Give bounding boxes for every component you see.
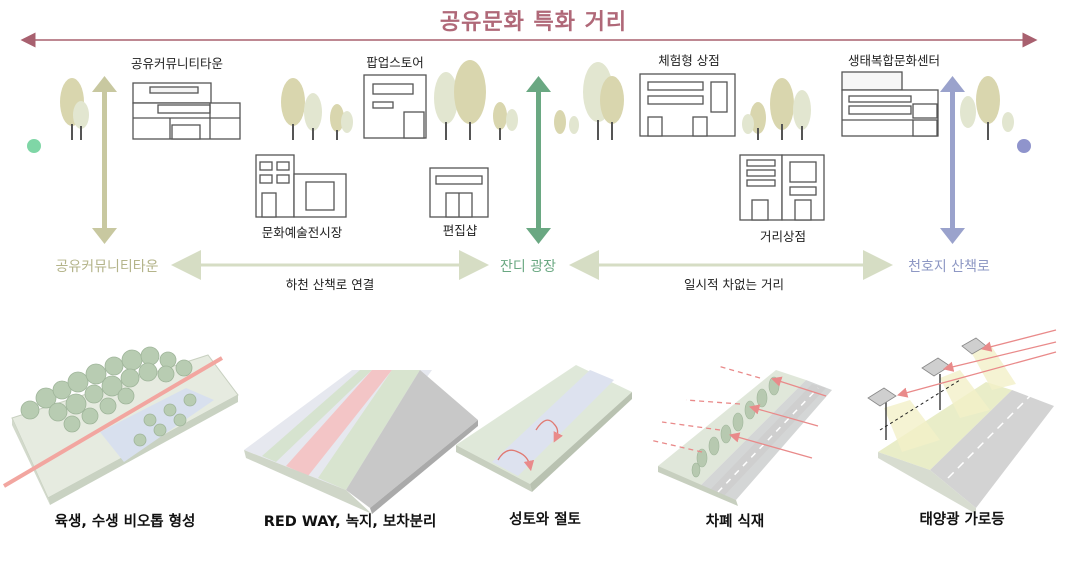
- sketch-cut-fill: [456, 365, 632, 492]
- diagram-title: 공유문화 특화 거리: [439, 10, 628, 35]
- label-community-town-building: 공유커뮤니티타운: [130, 56, 224, 71]
- caption-cut-fill: 성토와 절토: [509, 512, 581, 528]
- label-select-shop: 편집샵: [442, 223, 478, 238]
- label-carfree-street: 일시적 차없는 거리: [684, 277, 784, 292]
- tree-row: [60, 60, 1014, 140]
- building-experience-store: [639, 73, 736, 137]
- trail-vertical-arrow: [940, 76, 965, 244]
- node-stream-trail: 천호지 산책로: [908, 259, 990, 275]
- label-culture-market: 문화예술전시장: [261, 225, 343, 240]
- label-experience-store: 체험형 상점: [658, 53, 720, 68]
- label-street-shop: 거리상점: [759, 229, 807, 244]
- sketch-red-way: [244, 370, 478, 514]
- building-culture-market: [255, 154, 347, 218]
- node-community-town: 공유커뮤니티타운: [55, 259, 159, 275]
- sketch-screen-planting: [649, 365, 832, 506]
- label-eco-culture-center: 생태복합문화센터: [847, 53, 941, 68]
- building-popup-store: [363, 74, 427, 139]
- sketch-biotope: [2, 346, 239, 505]
- label-stream-walk: 하천 산책로 연결: [285, 277, 375, 292]
- caption-biotope: 육생, 수생 비오톱 형성: [54, 514, 196, 530]
- sketch-solar-light: [867, 329, 1057, 514]
- node-lawn-plaza: 잔디 광장: [500, 259, 556, 275]
- building-select-shop: [429, 167, 489, 218]
- axis-start-dot: [27, 139, 41, 153]
- plaza-vertical-arrow: [526, 76, 551, 244]
- axis-end-dot: [1017, 139, 1031, 153]
- label-popup-store: 팝업스토어: [366, 55, 424, 70]
- caption-screen-planting: 차폐 식재: [705, 514, 765, 530]
- building-community-town: [132, 82, 241, 140]
- caption-red-way: RED WAY, 녹지, 보차분리: [263, 514, 437, 530]
- community-vertical-arrow: [92, 76, 117, 244]
- building-eco-culture-center: [841, 71, 939, 137]
- caption-solar-light: 태양광 가로등: [919, 512, 1005, 528]
- building-street-shop: [739, 154, 825, 221]
